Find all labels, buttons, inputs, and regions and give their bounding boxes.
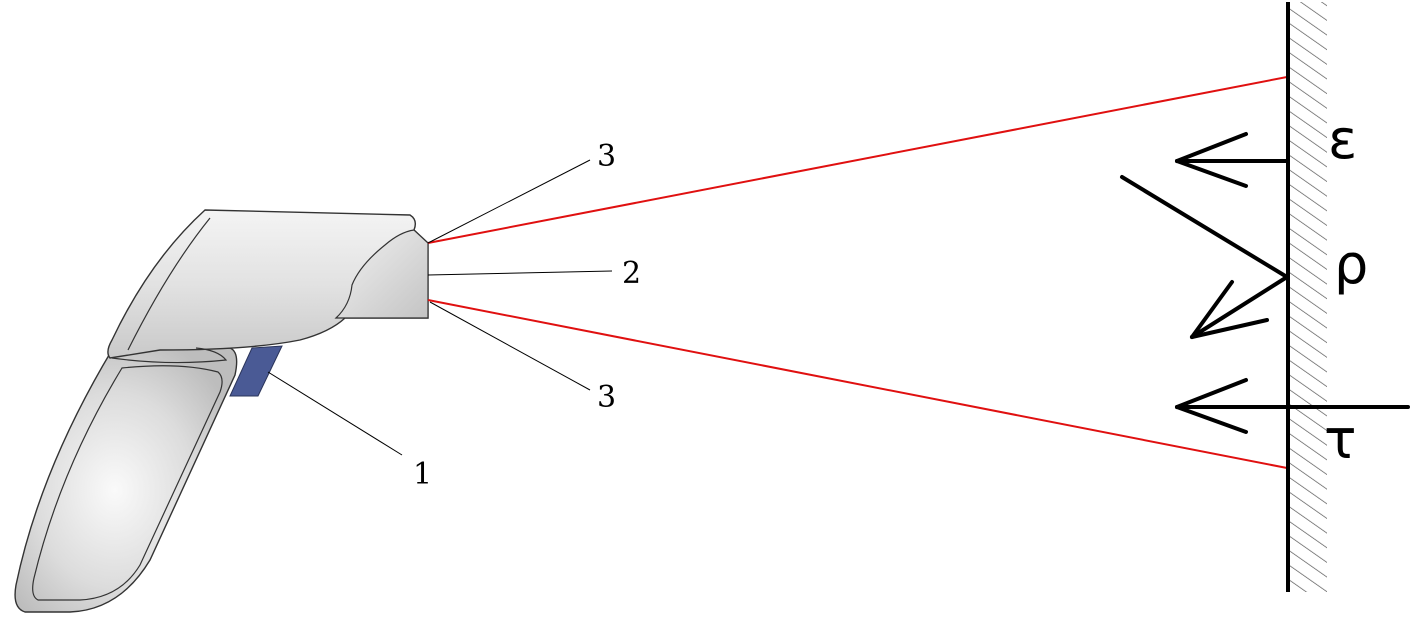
surface-hatching [1289,2,1327,592]
target-surface [1286,2,1327,592]
leader-1 [267,371,403,456]
transmitted-radiation-arrow [1175,378,1410,434]
emission-symbol: ε [1328,108,1357,171]
reflected-radiation-arrow [1120,175,1289,339]
beam-upper [427,76,1288,244]
measurement-cone [427,76,1288,469]
gun-seam [111,347,228,364]
radiation-arrows [1120,132,1410,434]
callout-2: 2 [622,256,641,291]
ir-thermometer-gun [14,209,429,613]
callout-3-top: 3 [597,139,616,174]
emitted-radiation-arrow [1175,132,1290,188]
leader-3-bottom [429,301,591,391]
leader-lines [267,159,613,456]
reflection-symbol: ρ [1334,233,1368,296]
callout-3-bottom: 3 [597,380,616,415]
sensor-nose [334,229,429,319]
callout-1: 1 [413,457,432,492]
gun-grip-inner-panel [32,365,223,601]
beam-lower [427,299,1288,469]
transmission-symbol: τ [1324,408,1357,471]
gun-body-inner-line [127,217,211,351]
gun-grip [14,340,238,613]
leader-3-top [427,159,591,244]
trigger [229,345,283,397]
leader-2 [427,270,613,276]
